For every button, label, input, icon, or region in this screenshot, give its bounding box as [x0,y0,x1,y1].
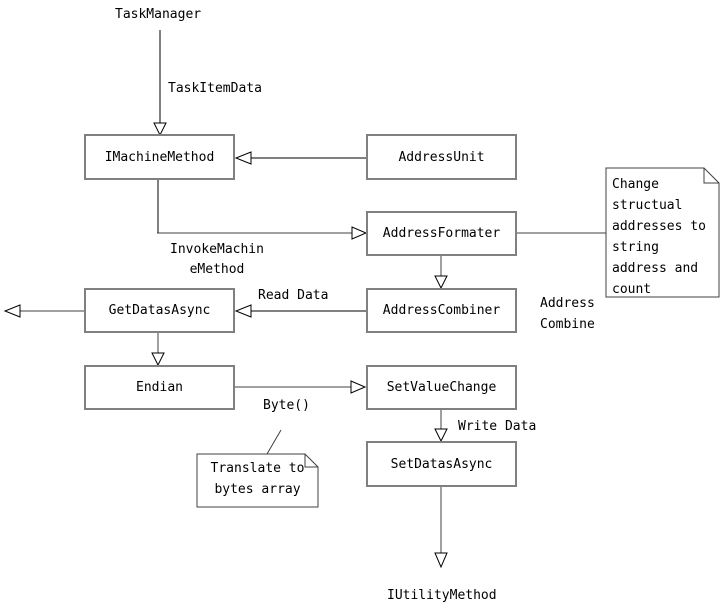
label-write-data: Write Data [458,419,537,434]
note-translate-bytes-shape [196,453,319,508]
arrowhead-left-out [3,304,21,318]
label-task-manager: TaskManager [115,7,202,22]
box-endian: Endian [84,365,235,410]
box-address-formater-label: AddressFormater [382,226,501,241]
arrowhead-left-imachinemethod [234,151,252,165]
note-change-structural-fold-icon [703,168,719,184]
box-address-combiner: AddressCombiner [366,288,517,333]
label-iutility-method: IUtilityMethod [387,588,497,603]
box-address-formater: AddressFormater [366,211,517,256]
arrowhead-down-imachinemethod [153,122,167,137]
box-imachine-method: IMachineMethod [84,134,235,180]
box-endian-label: Endian [136,380,183,395]
note-translate-bytes-fold-icon [304,454,318,468]
box-set-datas-async-label: SetDatasAsync [390,456,493,472]
note-translate-bytes-text: Translate to bytes array [210,461,305,497]
box-get-datas-async: GetDatasAsync [84,288,235,333]
box-set-value-change: SetValueChange [366,365,517,410]
box-set-datas-async: SetDatasAsync [366,441,517,487]
label-read-data: Read Data [258,288,329,303]
arrowhead-right-setvaluechange [350,380,367,394]
label-address-combine: Address Combine [540,296,595,332]
edge-byte-note [266,429,282,455]
arrowhead-right-addressformater [351,226,368,240]
label-task-item-data: TaskItemData [168,81,262,96]
arrowhead-down-endian [151,352,165,367]
box-address-unit: AddressUnit [366,134,517,180]
box-address-combiner-label: AddressCombiner [382,303,501,318]
note-change-structural-shape [605,167,720,298]
note-change-structural-text: Change structual addresses to string add… [612,177,706,297]
arrowhead-left-getdatasasync [234,304,252,318]
label-byte-call: Byte() [263,398,310,413]
box-address-unit-label: AddressUnit [398,149,485,165]
box-set-value-change-label: SetValueChange [386,380,497,395]
arrowhead-down-iutilitymethod [434,552,448,569]
box-get-datas-async-label: GetDatasAsync [108,303,211,318]
box-imachine-method-label: IMachineMethod [104,149,215,165]
arrowhead-down-setdatasasync [434,428,448,443]
arrowhead-down-addresscombiner [434,275,448,290]
label-invoke-machine-method: InvokeMachin eMethod [170,242,264,277]
